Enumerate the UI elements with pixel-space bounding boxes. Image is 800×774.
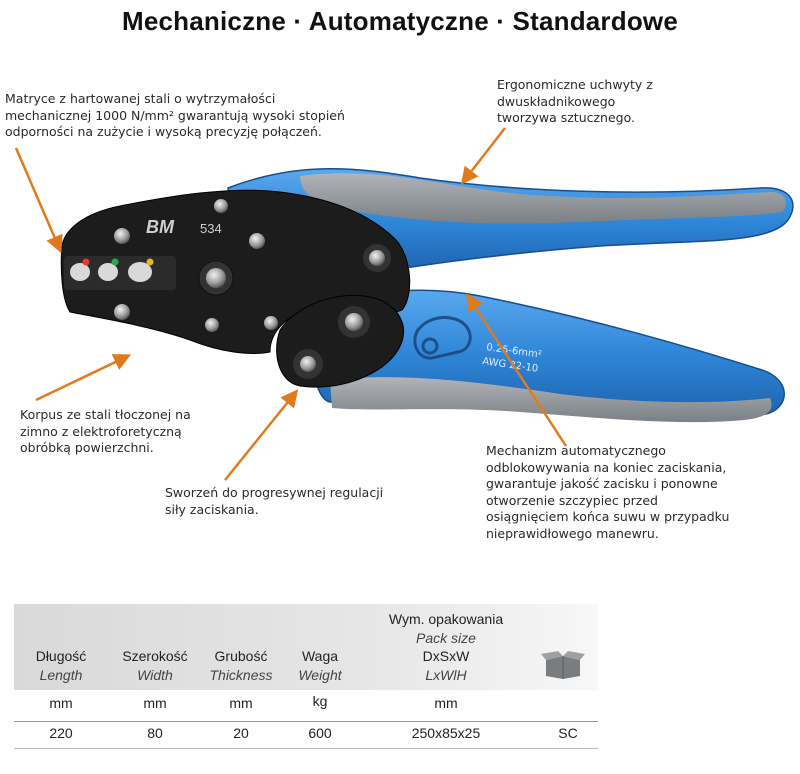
red-die-dot bbox=[82, 258, 90, 266]
crimping-tool-illustration: 0.25-6mm² AWG 22-10 BM 534 bbox=[14, 127, 794, 481]
col-length-en: Length bbox=[39, 667, 83, 683]
col-pack-unit: mm bbox=[434, 695, 458, 711]
col-packaging-value: SC bbox=[558, 725, 578, 741]
col-pack-en: LxWlH bbox=[425, 667, 467, 683]
col-weight-en: Weight bbox=[298, 667, 342, 683]
spec-table: Długość Length mm 220 Szerokość Width mm… bbox=[14, 604, 598, 750]
col-width-pl: Szerokość bbox=[122, 648, 188, 664]
lower-handle bbox=[311, 289, 785, 423]
page-title: Mechaniczne · Automatyczne · Standardowe bbox=[121, 6, 679, 36]
col-width-value: 80 bbox=[147, 725, 163, 741]
col-length-value: 220 bbox=[49, 725, 73, 741]
col-width-unit: mm bbox=[143, 695, 167, 711]
bolts bbox=[114, 199, 391, 379]
col-thickness-unit: mm bbox=[229, 695, 253, 711]
col-pack-en-top: Pack size bbox=[416, 630, 476, 646]
model-number: 534 bbox=[200, 221, 222, 236]
open-box-icon bbox=[541, 651, 585, 679]
col-pack-value: 250x85x25 bbox=[411, 725, 481, 741]
col-width-en: Width bbox=[137, 667, 173, 683]
annotation-body: Korpus ze stali tłoczonej na zimno z ele… bbox=[20, 407, 191, 455]
green-die-dot bbox=[111, 258, 119, 266]
table-divider bbox=[14, 721, 598, 722]
col-pack-pl: DxSxW bbox=[422, 648, 470, 664]
col-thickness-pl: Grubość bbox=[214, 648, 268, 664]
brand-logo: BM bbox=[146, 217, 175, 237]
col-weight-value: 600 bbox=[308, 725, 332, 741]
col-length-unit: mm bbox=[49, 695, 73, 711]
col-thickness-en: Thickness bbox=[209, 667, 273, 683]
annotation-release-mechanism: Mechanizm automatycznego odblokowywania … bbox=[486, 443, 730, 541]
annotation-adjustment-pin: Sworzeń do progresywnej regulacji siły z… bbox=[165, 485, 384, 517]
annotation-die-matrices: Matryce z hartowanej stali o wytrzymałoś… bbox=[5, 91, 345, 139]
annotation-ergonomic-handles: Ergonomiczne uchwyty z dwuskładnikowego … bbox=[497, 77, 653, 125]
yellow-die-dot bbox=[146, 258, 154, 266]
jaw-body bbox=[60, 189, 411, 388]
col-pack-pl-top: Wym. opakowania bbox=[388, 611, 504, 627]
col-weight-pl: Waga bbox=[301, 648, 339, 664]
annotation-arrows bbox=[14, 127, 568, 481]
col-thickness-value: 20 bbox=[233, 725, 249, 741]
col-length-pl: Długość bbox=[35, 648, 87, 664]
table-bottom-line bbox=[14, 748, 598, 749]
spec-table-header bbox=[14, 604, 598, 690]
col-weight-unit: kg bbox=[312, 693, 328, 709]
